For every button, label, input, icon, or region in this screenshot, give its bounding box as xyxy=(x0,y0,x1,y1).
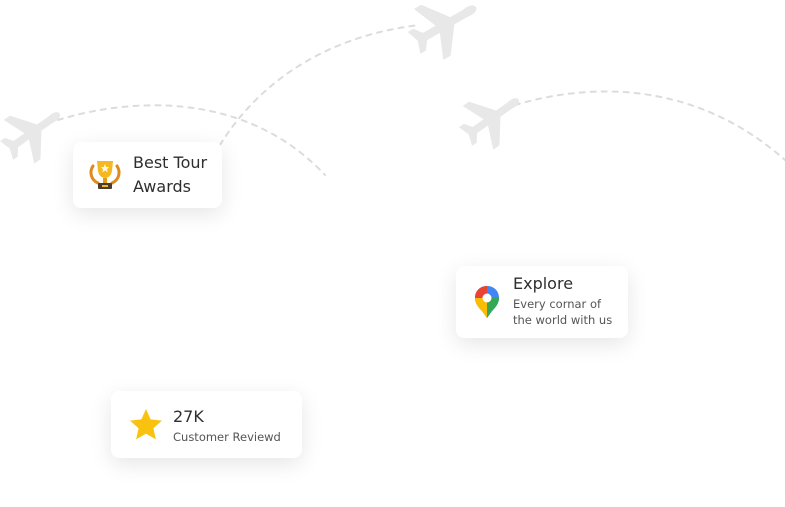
airplane-icon xyxy=(0,112,60,164)
airplane-icon xyxy=(459,98,519,150)
explore-title: Explore xyxy=(513,274,574,293)
flight-path-right xyxy=(514,90,785,161)
customer-reviews-card: 27K Customer Reviewd xyxy=(111,391,302,458)
flight-path-left xyxy=(57,104,326,176)
explore-subtitle-line1: Every cornar of xyxy=(513,297,602,311)
reviews-count: 27K xyxy=(173,406,204,426)
star-icon xyxy=(130,408,162,439)
trophy-icon xyxy=(89,161,121,189)
explore-subtitle-line2: the world with us xyxy=(513,313,613,327)
flight-path-top xyxy=(219,24,421,146)
reviews-label: Customer Reviewd xyxy=(173,429,281,444)
best-tour-awards-card: Best Tour Awards xyxy=(73,142,222,208)
map-pin-icon xyxy=(475,286,499,318)
airplane-icon xyxy=(407,4,477,60)
awards-title: Best Tour Awards xyxy=(133,153,208,196)
explore-card: Explore Every cornar of the world with u… xyxy=(456,266,628,338)
